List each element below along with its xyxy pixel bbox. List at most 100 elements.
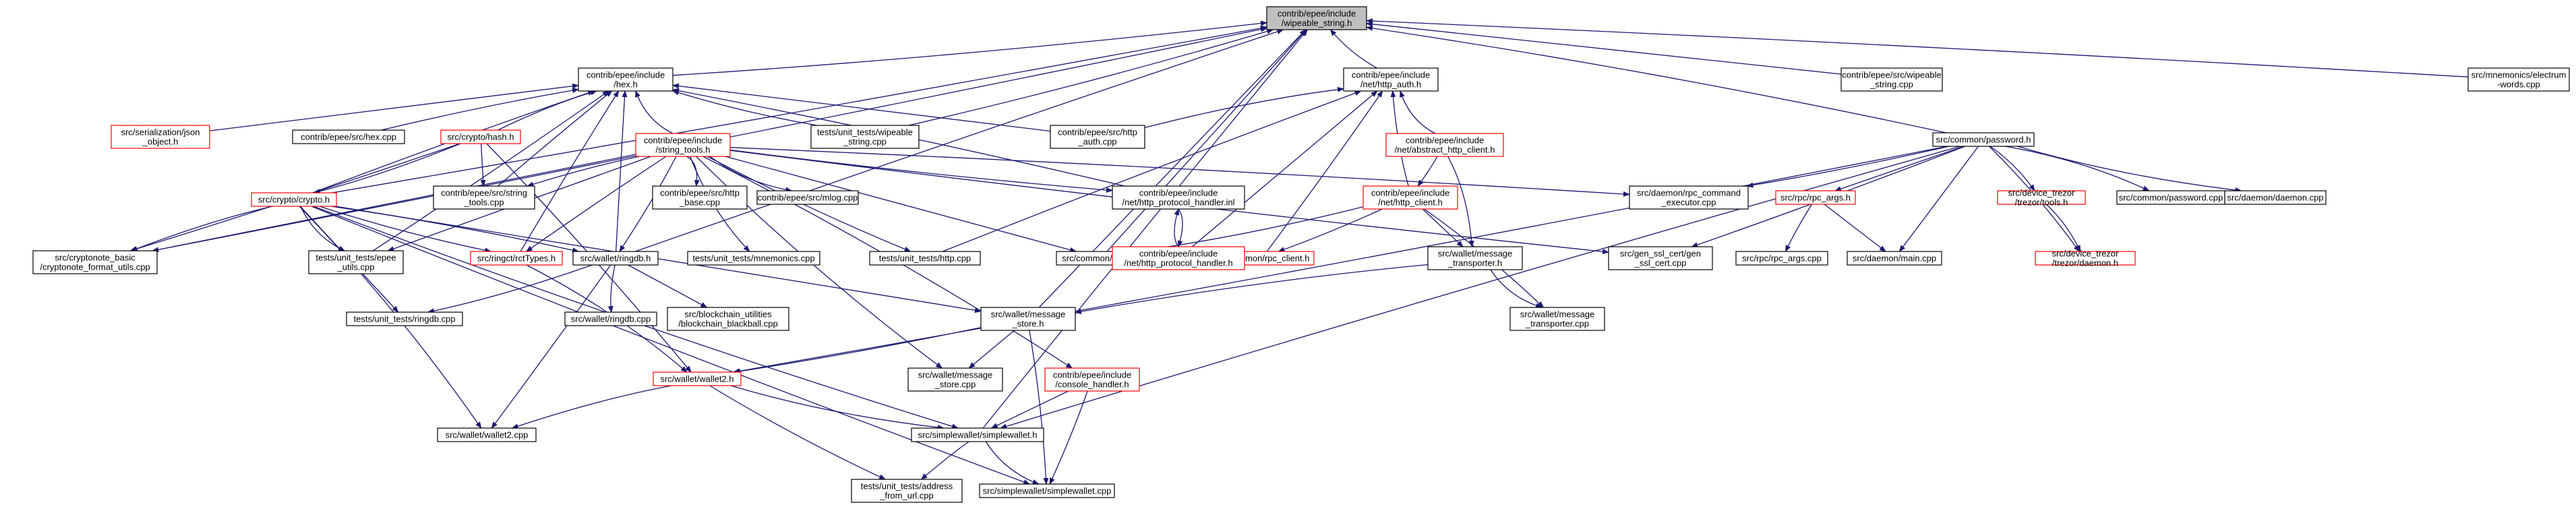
node-label-line: _store.h: [1012, 319, 1044, 329]
dependency-edges: [129, 18, 2469, 485]
edge-http_auth_cpp-to-http_auth_h: [1144, 86, 1344, 128]
node-label-line: src/rpc/rpc_args.cpp: [1742, 254, 1822, 264]
node-http_protocol_handler_inl[interactable]: contrib/epee/include/net/http_protocol_h…: [1112, 185, 1245, 210]
node-box: [2224, 190, 2327, 205]
node-rpc_args_h[interactable]: src/rpc/rpc_args.h: [1775, 190, 1856, 205]
node-trezor_daemon_h[interactable]: src/device_trezor/trezor/daemon.h: [2035, 249, 2136, 268]
edge-password_h-to-wallet2_h: [732, 146, 1948, 374]
edge-string_tools_h-to-hex_h: [635, 90, 673, 134]
node-label-line: src/simplewallet/simplewallet.h: [918, 430, 1038, 440]
node-label-line: contrib/epee/include: [1352, 70, 1430, 80]
node-simplewallet_h[interactable]: src/simplewallet/simplewallet.h: [911, 427, 1044, 442]
node-daemon_cpp[interactable]: src/daemon/daemon.cpp: [2224, 190, 2327, 205]
node-wallet2_cpp[interactable]: src/wallet/wallet2.cpp: [437, 427, 537, 442]
edge-util_cpp-to-wipeable: [1106, 29, 1307, 252]
node-label-line: contrib/epee/include: [1139, 188, 1218, 198]
node-hex_cpp[interactable]: contrib/epee/src/hex.cpp: [292, 129, 405, 144]
node-gen_ssl_cert_cpp[interactable]: src/gen_ssl_cert/gen_ssl_cert.cpp: [1608, 246, 1713, 270]
node-label-line: src/wallet/wallet2.h: [660, 374, 733, 384]
edge-crypto_h-to-cryptonote_format_utils_cpp: [130, 206, 273, 251]
edge-string_tools_h-to-rctTypes_h: [525, 156, 667, 252]
node-label-line: _transporter.h: [1447, 258, 1502, 268]
node-box: [1735, 251, 1828, 266]
node-box: [980, 307, 1076, 331]
node-rctTypes_h[interactable]: src/ringct/rctTypes.h: [470, 251, 563, 266]
node-message_transporter_h[interactable]: src/wallet/message_transporter.h: [1427, 246, 1523, 270]
node-string_tools_h[interactable]: contrib/epee/include/string_tools.h: [635, 133, 731, 157]
node-message_store_h[interactable]: src/wallet/message_store.h: [980, 307, 1076, 331]
node-label-line: /wipeable_string.h: [1282, 18, 1352, 28]
node-password_cpp[interactable]: src/common/password.cpp: [2116, 190, 2225, 205]
node-box: [1775, 190, 1856, 205]
node-ut_http_cpp[interactable]: tests/unit_tests/http.cpp: [869, 251, 981, 266]
node-mlog_cpp[interactable]: contrib/epee/src/mlog.cpp: [756, 190, 859, 205]
node-ut_ringdb_cpp[interactable]: tests/unit_tests/ringdb.cpp: [346, 311, 463, 326]
node-label-line: tests/unit_tests/ringdb.cpp: [353, 314, 455, 324]
node-label-line: /net/http_auth.h: [1360, 80, 1421, 90]
edge-rpc_args_h-to-daemon_main_cpp: [1824, 204, 1886, 252]
edge-crypto_h-to-simplewallet_cpp: [311, 206, 1031, 485]
node-message_store_cpp[interactable]: src/wallet/message_store.cpp: [907, 367, 1003, 392]
node-box: [2035, 251, 2136, 266]
node-trezor_tools_h[interactable]: src/device_trezor/trezor/tools.h: [1997, 188, 2086, 208]
edge-http_auth_h-to-wipeable: [1329, 29, 1377, 69]
node-http_auth_cpp[interactable]: contrib/epee/src/http_auth.cpp: [1050, 125, 1145, 149]
node-label-line: src/wallet/message: [1438, 249, 1513, 259]
edge-ringdb_h-to-hex_h: [615, 90, 628, 252]
node-label-line: /hex.h: [613, 80, 637, 90]
edge-password_h-to-daemon_main_cpp: [1898, 146, 1979, 252]
node-http_base_cpp[interactable]: contrib/epee/src/http_base.cpp: [652, 185, 748, 210]
node-label-line: _from_url.cpp: [879, 491, 933, 501]
node-box: [1112, 185, 1245, 210]
node-ringdb_h[interactable]: src/wallet/ringdb.h: [572, 251, 659, 266]
node-wipeable_cpp[interactable]: contrib/epee/src/wipeable_string.cpp: [1840, 67, 1943, 92]
edge-hex_cpp-to-hex_h: [381, 88, 579, 131]
node-json_object_h[interactable]: src/serialization/json_object.h: [111, 125, 210, 149]
node-label-line: contrib/epee/src/hex.cpp: [301, 132, 396, 142]
node-box: [251, 192, 337, 207]
node-box: [2467, 67, 2570, 92]
node-hash_h[interactable]: src/crypto/hash.h: [440, 129, 521, 144]
edge-password_h-to-simplewallet_h: [1000, 146, 1961, 429]
node-ut_mnemonics_cpp[interactable]: tests/unit_tests/mnemonics.cpp: [687, 251, 820, 266]
node-http_protocol_handler_h[interactable]: contrib/epee/include/net/http_protocol_h…: [1112, 246, 1245, 270]
node-ut_wipeable_cpp[interactable]: tests/unit_tests/wipeable_string.cpp: [810, 125, 920, 149]
node-daemon_main_cpp[interactable]: src/daemon/main.cpp: [1847, 251, 1942, 266]
node-ringdb_cpp[interactable]: src/wallet/ringdb.cpp: [564, 311, 657, 326]
node-box: [687, 251, 820, 266]
node-message_transporter_cpp[interactable]: src/wallet/message_transporter.cpp: [1509, 307, 1605, 331]
edge-ringdb_h-to-wallet2_cpp: [491, 264, 611, 429]
node-http_client_h[interactable]: contrib/epee/include/net/http_client.h: [1362, 185, 1458, 210]
edge-simplewallet_h-to-wipeable: [982, 29, 1308, 429]
node-electrum_cpp[interactable]: src/mnemonics/electrum-words.cpp: [2467, 67, 2570, 92]
edge-ringdb_h-to-ut_ringdb_cpp: [427, 264, 593, 314]
node-console_handler_h[interactable]: contrib/epee/include/console_handler.h: [1044, 367, 1140, 392]
node-crypto_h[interactable]: src/crypto/crypto.h: [251, 192, 337, 207]
node-hex_h[interactable]: contrib/epee/include/hex.h: [578, 67, 673, 92]
node-box: [572, 251, 659, 266]
node-simplewallet_cpp[interactable]: src/simplewallet/simplewallet.cpp: [979, 483, 1115, 498]
node-password_h[interactable]: src/common/password.h: [1932, 132, 2035, 147]
node-box: [907, 367, 1003, 392]
node-blockchain_blackball_cpp[interactable]: src/blockchain_utilities/blockchain_blac…: [667, 307, 789, 331]
node-ut_epee_utils_cpp[interactable]: tests/unit_tests/epee_utils.cpp: [308, 250, 404, 274]
edge-wallet2_h-to-wallet2_cpp: [511, 385, 672, 429]
node-box: [1343, 67, 1439, 92]
node-abstract_http_client_h[interactable]: contrib/epee/include/net/abstract_http_c…: [1385, 133, 1504, 157]
node-box: [810, 125, 920, 149]
node-rpc_command_executor_cpp[interactable]: src/daemon/rpc_command_executor.cpp: [1629, 185, 1749, 210]
node-string_tools_cpp[interactable]: contrib/epee/src/string_tools.cpp: [433, 185, 535, 210]
node-label-line: src/gen_ssl_cert/gen: [1620, 249, 1701, 259]
node-wipeable[interactable]: contrib/epee/include/wipeable_string.h: [1266, 6, 1367, 30]
node-box: [564, 311, 657, 326]
edge-message_transporter_h-to-message_store_h: [1075, 264, 1429, 314]
edge-string_tools_h-to-cryptonote_format_utils_cpp: [152, 154, 636, 253]
node-wallet2_h[interactable]: src/wallet/wallet2.h: [653, 371, 742, 386]
node-ut_address_from_url_cpp[interactable]: tests/unit_tests/address_from_url.cpp: [851, 479, 963, 503]
node-http_auth_h[interactable]: contrib/epee/include/net/http_auth.h: [1343, 67, 1439, 92]
node-box: [1385, 133, 1504, 157]
node-label-line: src/wallet/ringdb.cpp: [571, 314, 651, 324]
node-cryptonote_format_utils_cpp[interactable]: src/cryptonote_basic/cryptonote_format_u…: [32, 250, 158, 274]
node-label-line: /net/http_protocol_handler.inl: [1122, 198, 1235, 208]
node-rpc_args_cpp[interactable]: src/rpc/rpc_args.cpp: [1735, 251, 1828, 266]
